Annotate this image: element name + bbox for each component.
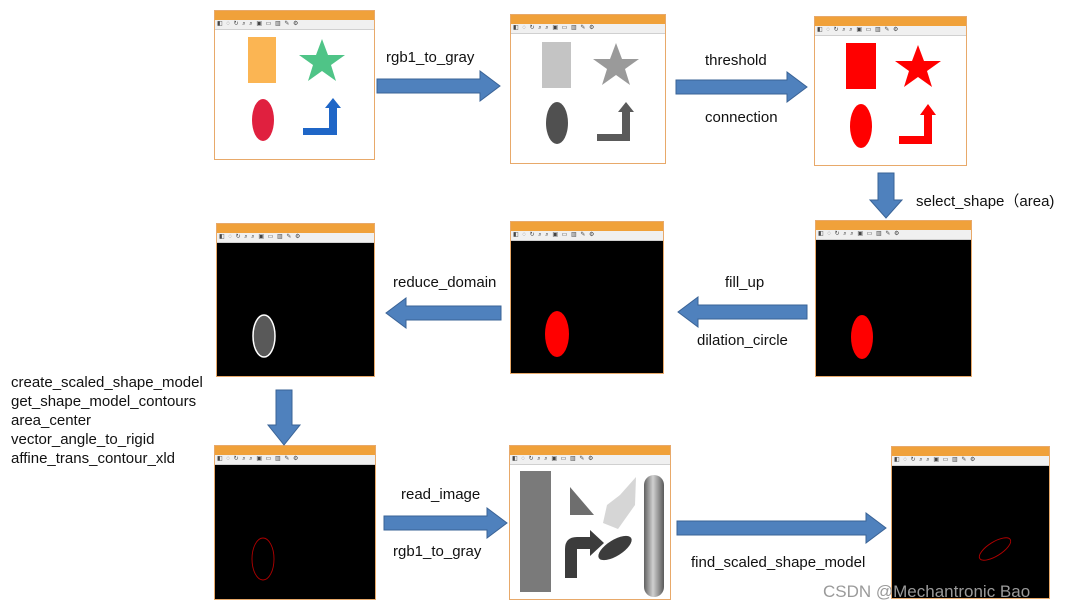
model-step-5: affine_trans_contour_xld bbox=[11, 450, 176, 467]
model-step-2: get_shape_model_contours bbox=[11, 393, 197, 410]
window-toolbar: ◧ ◌ ↻ ⌕ ⌕ ▣ ▭ ▥ ✎ ⚙ bbox=[816, 230, 971, 240]
arrow-right-4 bbox=[676, 512, 887, 544]
window-titlebar bbox=[815, 17, 966, 26]
model-step-1: create_scaled_shape_model bbox=[11, 374, 203, 391]
toolbar-icons: ◧ ◌ ↻ ⌕ ⌕ ▣ ▭ ▥ ✎ ⚙ bbox=[817, 27, 900, 33]
window-titlebar bbox=[511, 15, 665, 24]
window-toolbar: ◧ ◌ ↻ ⌕ ⌕ ▣ ▭ ▥ ✎ ⚙ bbox=[217, 233, 374, 243]
regions-canvas bbox=[815, 36, 966, 165]
window-titlebar bbox=[215, 446, 375, 455]
arrow-down-1 bbox=[868, 172, 904, 219]
toolbar-icons: ◧ ◌ ↻ ⌕ ⌕ ▣ ▭ ▥ ✎ ⚙ bbox=[513, 25, 596, 31]
window-toolbar: ◧ ◌ ↻ ⌕ ⌕ ▣ ▭ ▥ ✎ ⚙ bbox=[510, 455, 670, 465]
crimson-ellipse bbox=[252, 99, 274, 141]
arrow-right-3 bbox=[383, 507, 508, 539]
arrow-right-2 bbox=[675, 71, 808, 103]
grayimage-canvas bbox=[511, 34, 665, 163]
toolbar-icons: ◧ ◌ ↻ ⌕ ⌕ ▣ ▭ ▥ ✎ ⚙ bbox=[217, 21, 300, 27]
light-star-fragment bbox=[603, 477, 636, 529]
window-titlebar bbox=[510, 446, 670, 455]
blue-bent-arrow bbox=[303, 98, 341, 135]
label-find-scaled-shape-model: find_scaled_shape_model bbox=[691, 554, 866, 571]
toolbar-icons: ◧ ◌ ↻ ⌕ ⌕ ▣ ▭ ▥ ✎ ⚙ bbox=[513, 232, 596, 238]
window-titlebar bbox=[892, 447, 1049, 456]
dilated-ellipse-region bbox=[545, 311, 569, 357]
window-titlebar bbox=[215, 11, 374, 20]
window-toolbar: ◧ ◌ ↻ ⌕ ⌕ ▣ ▭ ▥ ✎ ⚙ bbox=[215, 455, 375, 465]
window-toolbar: ◧ ◌ ↻ ⌕ ⌕ ▣ ▭ ▥ ✎ ⚙ bbox=[511, 231, 663, 241]
window-titlebar bbox=[217, 224, 374, 233]
selected-ellipse-region bbox=[851, 315, 873, 359]
contour-canvas bbox=[215, 465, 375, 599]
label-threshold: threshold bbox=[705, 52, 767, 69]
window-toolbar: ◧ ◌ ↻ ⌕ ⌕ ▣ ▭ ▥ ✎ ⚙ bbox=[892, 456, 1049, 466]
window-contoursaffine: ◧ ◌ ↻ ⌕ ⌕ ▣ ▭ ▥ ✎ ⚙ bbox=[214, 445, 376, 600]
window-titlebar bbox=[511, 222, 663, 231]
window-selectedregions: ◧ ◌ ↻ ⌕ ⌕ ▣ ▭ ▥ ✎ ⚙ bbox=[815, 220, 972, 377]
reduced-canvas bbox=[217, 243, 374, 376]
arrow-left-2 bbox=[385, 297, 502, 329]
red-ellipse-region bbox=[850, 104, 872, 148]
tilted-ellipse-object bbox=[598, 535, 632, 561]
gray-triangle bbox=[570, 487, 594, 515]
label-select-shape: select_shape（area) bbox=[916, 193, 1055, 210]
tall-gray-bar bbox=[520, 471, 551, 592]
arrow-down-2 bbox=[266, 389, 302, 446]
window-contoursfound: ◧ ◌ ↻ ⌕ ⌕ ▣ ▭ ▥ ✎ ⚙ bbox=[891, 446, 1050, 599]
reduced-ellipse bbox=[252, 314, 276, 358]
watermark: CSDN @Mechantronic Bao bbox=[823, 582, 1031, 601]
model-step-3: area_center bbox=[11, 412, 92, 429]
label-dilation-circle: dilation_circle bbox=[697, 332, 788, 349]
toolbar-icons: ◧ ◌ ↻ ⌕ ⌕ ▣ ▭ ▥ ✎ ⚙ bbox=[512, 456, 595, 462]
found-contour bbox=[978, 537, 1012, 561]
window-imagereduced: ◧ ◌ ↻ ⌕ ⌕ ▣ ▭ ▥ ✎ ⚙ bbox=[216, 223, 375, 377]
window-titlebar bbox=[816, 221, 971, 230]
label-rgb1-to-gray-1: rgb1_to_gray bbox=[386, 49, 475, 66]
red-star-region bbox=[895, 45, 941, 87]
orange-rectangle bbox=[248, 37, 276, 83]
window-image: ◧ ◌ ↻ ⌕ ⌕ ▣ ▭ ▥ ✎ ⚙ bbox=[214, 10, 375, 160]
toolbar-icons: ◧ ◌ ↻ ⌕ ⌕ ▣ ▭ ▥ ✎ ⚙ bbox=[219, 234, 302, 240]
window-regiondilation: ◧ ◌ ↻ ⌕ ⌕ ▣ ▭ ▥ ✎ ⚙ bbox=[510, 221, 664, 374]
label-fill-up: fill_up bbox=[725, 274, 765, 291]
gray-bent-arrow bbox=[597, 102, 634, 141]
red-bent-arrow-region bbox=[899, 104, 936, 144]
label-read-image: read_image bbox=[401, 486, 481, 503]
cylinder-object bbox=[644, 475, 664, 597]
bent-arrow-object bbox=[565, 530, 604, 578]
window-grayimage: ◧ ◌ ↻ ⌕ ⌕ ▣ ▭ ▥ ✎ ⚙ bbox=[510, 14, 666, 164]
window-toolbar: ◧ ◌ ↻ ⌕ ⌕ ▣ ▭ ▥ ✎ ⚙ bbox=[511, 24, 665, 34]
window-grayimage-search: ◧ ◌ ↻ ⌕ ⌕ ▣ ▭ ▥ ✎ ⚙ bbox=[509, 445, 671, 600]
window-toolbar: ◧ ◌ ↻ ⌕ ⌕ ▣ ▭ ▥ ✎ ⚙ bbox=[815, 26, 966, 36]
arrow-right-1 bbox=[376, 70, 501, 102]
gray-star bbox=[593, 43, 639, 85]
found-canvas bbox=[892, 466, 1049, 598]
dilation-canvas bbox=[511, 241, 663, 373]
window-toolbar: ◧ ◌ ↻ ⌕ ⌕ ▣ ▭ ▥ ✎ ⚙ bbox=[215, 20, 374, 30]
model-contour bbox=[251, 537, 275, 581]
toolbar-icons: ◧ ◌ ↻ ⌕ ⌕ ▣ ▭ ▥ ✎ ⚙ bbox=[818, 231, 901, 237]
green-star bbox=[299, 39, 345, 81]
label-reduce-domain: reduce_domain bbox=[393, 274, 497, 291]
toolbar-icons: ◧ ◌ ↻ ⌕ ⌕ ▣ ▭ ▥ ✎ ⚙ bbox=[894, 457, 977, 463]
gray-rectangle bbox=[542, 42, 571, 88]
arrow-left-1 bbox=[677, 296, 808, 328]
search-canvas bbox=[510, 465, 670, 599]
gray-ellipse bbox=[546, 102, 568, 144]
model-step-4: vector_angle_to_rigid bbox=[11, 431, 155, 448]
red-rectangle-region bbox=[846, 43, 876, 89]
label-connection: connection bbox=[705, 109, 778, 126]
label-rgb1-to-gray-2: rgb1_to_gray bbox=[393, 543, 482, 560]
selected-canvas bbox=[816, 240, 971, 376]
window-connectedregions: ◧ ◌ ↻ ⌕ ⌕ ▣ ▭ ▥ ✎ ⚙ bbox=[814, 16, 967, 166]
image-canvas bbox=[215, 30, 374, 159]
toolbar-icons: ◧ ◌ ↻ ⌕ ⌕ ▣ ▭ ▥ ✎ ⚙ bbox=[217, 456, 300, 462]
